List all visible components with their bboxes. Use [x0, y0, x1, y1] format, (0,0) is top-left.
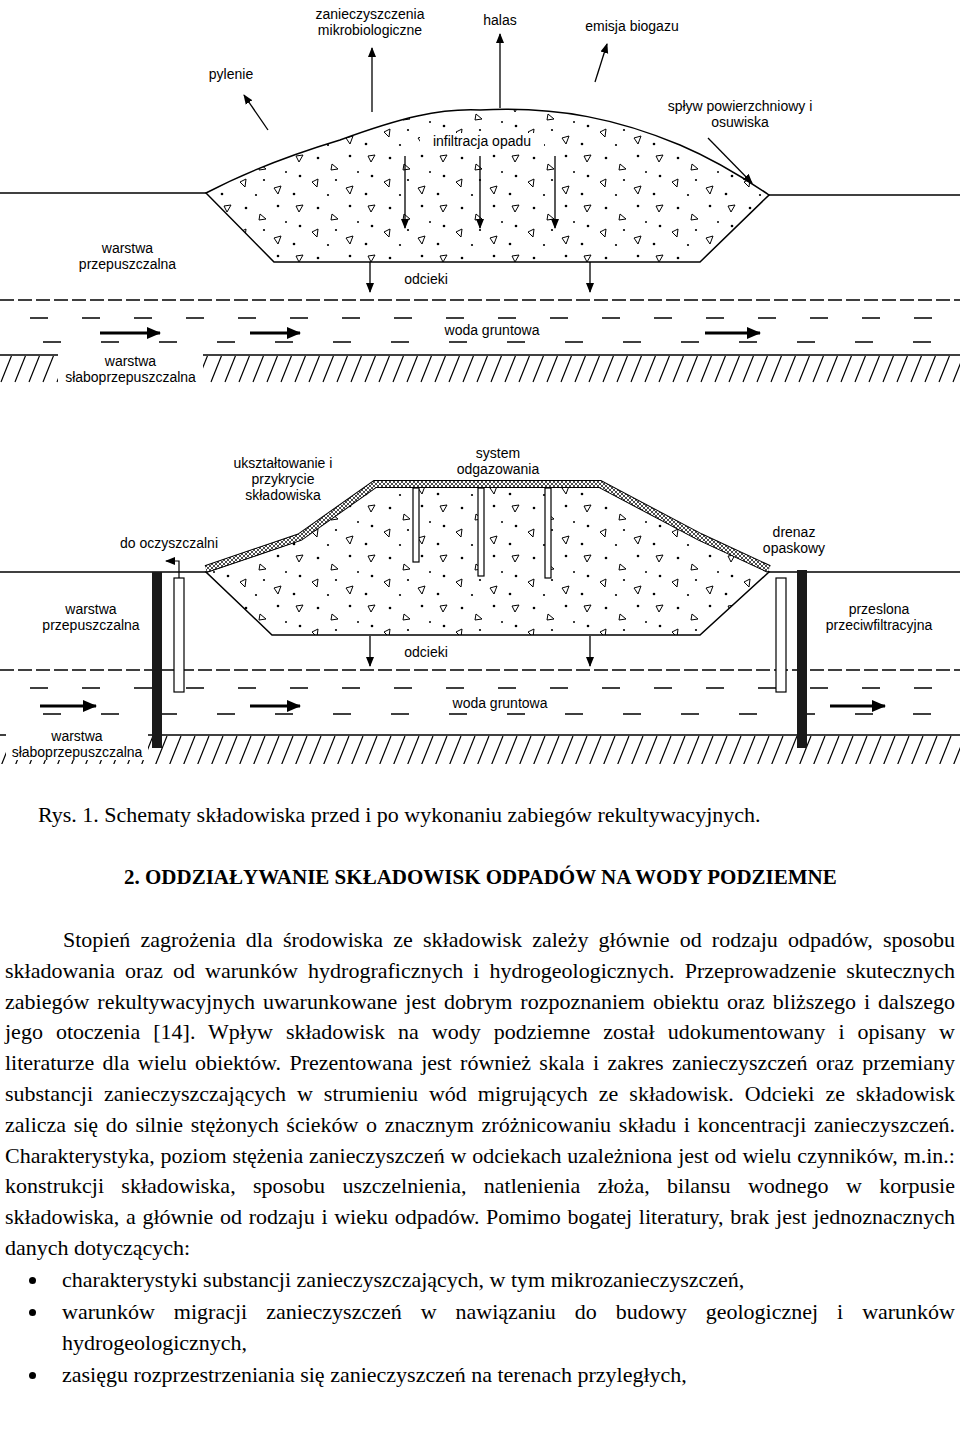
diagram-label: warstwa przepuszczalna — [70, 240, 185, 272]
bullet-dot — [29, 1277, 36, 1284]
diagram-label: przeslona przeciwfiltracyjna — [812, 601, 946, 633]
bullet-dot — [29, 1309, 36, 1316]
diagram-label: woda gruntowa — [436, 322, 548, 338]
top-schematic — [0, 34, 960, 384]
diagram-label: infiltracja opadu — [420, 133, 544, 149]
section-heading: 2. ODDZIAŁYWANIE SKŁADOWISK ODPADÓW NA W… — [124, 862, 837, 893]
bullet-dot — [29, 1372, 36, 1379]
body-paragraph: Stopień zagrożenia dla środowiska ze skł… — [5, 925, 955, 1264]
diagram-label: spływ powierzchniowy i osuwiska — [660, 98, 820, 130]
bullet-item: zasięgu rozprzestrzeniania się zanieczys… — [62, 1360, 955, 1391]
figure-caption: Rys. 1. Schematy składowiska przed i po … — [38, 800, 761, 831]
diagram-label: do oczyszczalni — [108, 535, 230, 551]
bullet-item: warunków migracji zanieczyszczeń w nawią… — [62, 1297, 955, 1359]
diagram-label: emisja biogazu — [572, 18, 692, 34]
diagram-label: ukształtowanie i przykrycie składowiska — [232, 455, 334, 503]
diagram-label: drenaz opaskowy — [752, 524, 836, 556]
diagram-label: halas — [478, 12, 522, 28]
diagram-label: odcieki — [398, 644, 454, 660]
diagram-label: woda gruntowa — [444, 695, 556, 711]
diagram-label: warstwa słaboprzepuszczalna — [58, 353, 203, 385]
diagram-label: pylenie — [201, 66, 261, 82]
diagram-label: warstwa przepuszczalna — [36, 601, 146, 633]
bullet-item: charakterystyki substancji zanieczyszcza… — [62, 1265, 955, 1296]
diagram-label: warstwa słaboprzepuszczalna — [6, 728, 148, 760]
diagram-label: system odgazowania — [452, 445, 544, 477]
diagram-label: odcieki — [398, 271, 454, 287]
diagram-label: zanieczyszczenia mikrobiologiczne — [305, 6, 435, 38]
bottom-schematic — [0, 484, 960, 764]
